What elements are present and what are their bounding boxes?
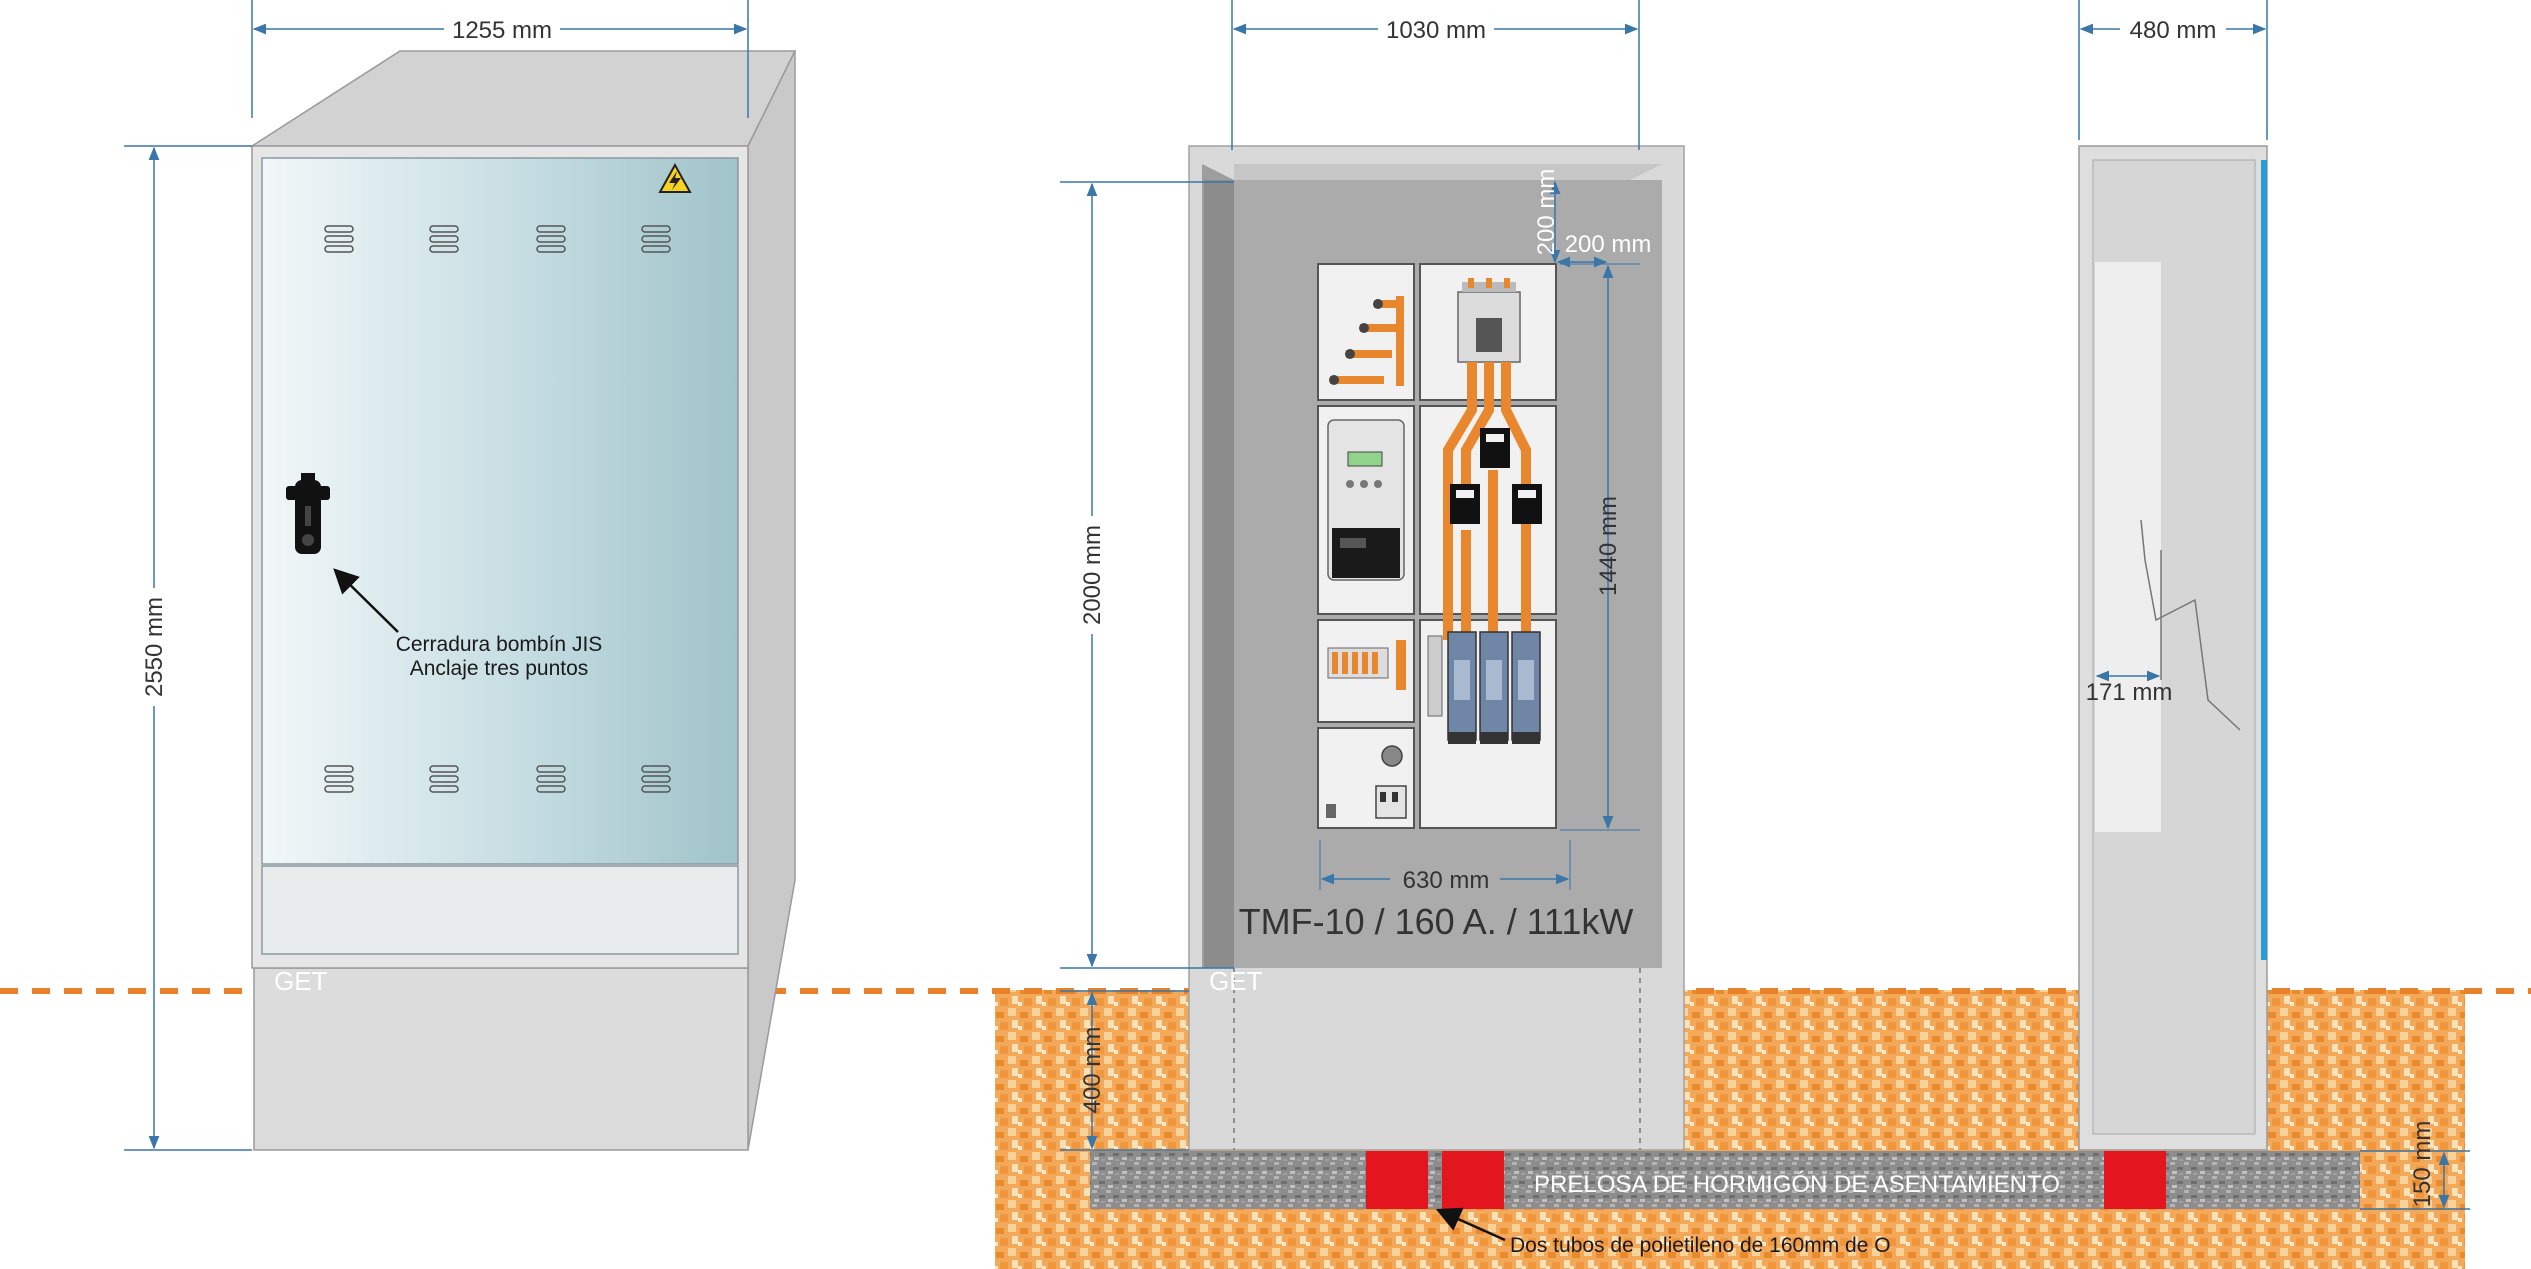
brand-logo-front: GET [1209,966,1263,996]
model-label: TMF-10 / 160 A. / 111kW [1239,901,1634,942]
foundation: PRELOSA DE HORMIGÓN DE ASENTAMIENTO Dos … [1090,1121,2470,1257]
phase-busbars [1443,362,1531,640]
vent-icon [324,765,354,793]
vent-icon [641,765,671,793]
auxiliary-devices [1326,745,1407,819]
cabinet-side [747,50,796,1151]
side-door-strip [2261,160,2267,960]
cabinet-open-view: TMF-10 / 160 A. / 111kW GET [1188,145,1685,1151]
cabinet-side-view [2078,145,2268,1151]
cabinet-roof [249,50,797,147]
dim-side-width: 480 mm [2130,17,2217,44]
lock-label-line1: Cerradura bombín JIS [396,633,603,656]
lock-label-line2: Anclaje tres puntos [410,657,589,680]
side-dimensions: 480 mm 171 mm [2078,0,2268,706]
cabinet-base [253,967,749,1151]
front-dimensions: 1030 mm 2000 mm 200 mm 200 mm 1440 mm 63… [1060,0,1652,1151]
vent-icon [536,225,566,253]
brand-logo-left: GET [274,966,328,996]
dim-front-side-gap: 200 mm [1565,231,1652,258]
slab-label: PRELOSA DE HORMIGÓN DE ASENTAMIENTO [1534,1171,2060,1198]
fuse-bases [1427,631,1541,744]
test-terminal-block [1327,640,1406,690]
dim-front-top-gap: 200 mm [1533,169,1560,256]
side-section-cut [2140,519,2241,731]
dim-front-inner-height: 2000 mm [1079,525,1106,625]
tubes-label: Dos tubos de polietileno de 160mm de O [1510,1234,1891,1257]
cabinet-door [261,157,739,865]
left-dimensions: 1255 mm 2550 mm [124,0,749,1151]
open-cabinet-side-shade [1204,180,1234,968]
cabinet-closed-view: Cerradura bombín JIS Anclaje tres puntos… [249,50,797,1151]
energy-meter [1327,419,1405,581]
incoming-busbars [1329,296,1404,386]
side-panel-recess [2095,262,2161,832]
tubes-pointer [1435,1207,1506,1242]
vent-icon [429,765,459,793]
lock-cylinder-icon [286,473,330,554]
open-cabinet-top-bevel [1234,164,1662,180]
dim-slab-height: 150 mm [2409,1121,2436,1208]
vent-icon [429,225,459,253]
dim-left-width: 1255 mm [452,17,552,44]
cabinet-bottom-panel [261,865,739,955]
current-transformers [1450,428,1542,524]
vent-icon [641,225,671,253]
vent-icon [536,765,566,793]
vent-icon [324,225,354,253]
dim-front-width: 1030 mm [1386,17,1486,44]
dim-buried-depth: 400 mm [1079,1027,1106,1114]
dim-side-depth: 171 mm [2086,679,2173,706]
pe-tube-3 [2104,1151,2166,1209]
lock-pointer [333,568,399,633]
dim-panel-height: 1440 mm [1595,496,1622,596]
dim-panel-width: 630 mm [1403,867,1490,894]
main-breaker [1457,278,1521,363]
vent-grilles [324,225,671,793]
pe-tube-1 [1366,1151,1428,1209]
dim-left-height: 2550 mm [141,597,168,697]
high-voltage-warning-icon [658,162,692,193]
pe-tube-2 [1442,1151,1504,1209]
